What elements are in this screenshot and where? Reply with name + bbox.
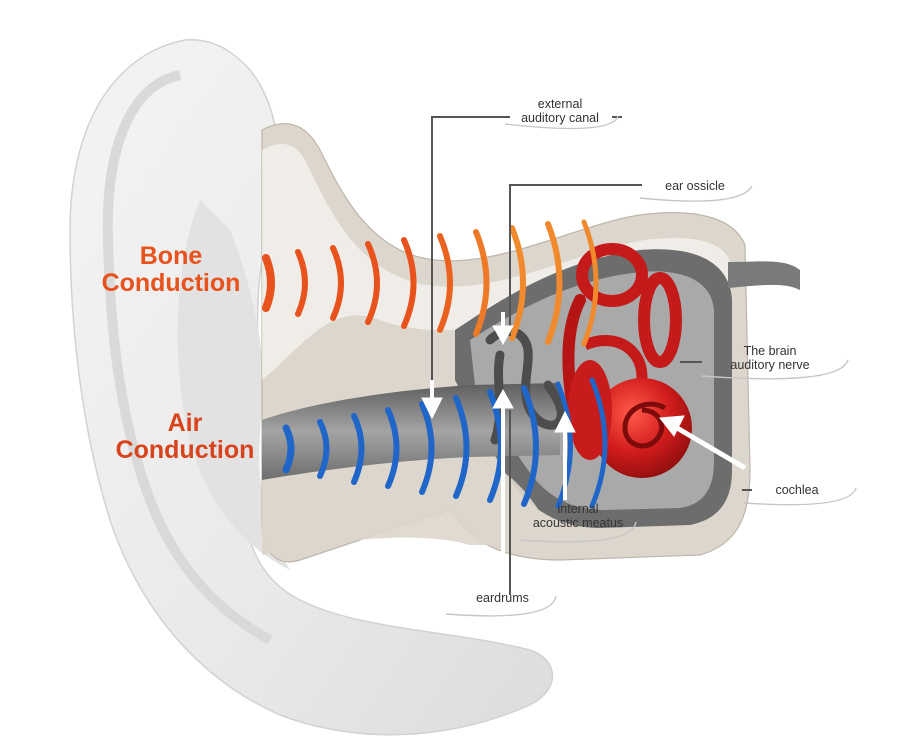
leader-lines: [431, 116, 752, 491]
callout-nerve-line-1: The brain: [743, 344, 797, 358]
callout-meatus-line-1: internal: [557, 502, 599, 516]
callout-ear-ossicle: ear ossicle: [640, 179, 750, 193]
callout-internal-acoustic-meatus: internal acoustic meatus: [518, 502, 638, 530]
callout-external-auditory-canal: external auditory canal: [505, 97, 615, 125]
helix-rim: [102, 70, 273, 645]
concha: [177, 200, 290, 570]
callout-eardrums-text: eardrums: [476, 591, 529, 605]
callout-meatus-line-2: acoustic meatus: [532, 516, 624, 530]
air-label-line-1: Air: [167, 409, 203, 437]
callout-canal-line-2: auditory canal: [521, 111, 599, 125]
pointer-arrows: [421, 312, 747, 595]
air-label-line-2: Conduction: [115, 436, 255, 464]
cochlea-structure: [562, 243, 692, 478]
callout-ossicle-text: ear ossicle: [665, 179, 725, 193]
callout-outlines: [445, 115, 857, 617]
auditory-nerve-tube: [728, 261, 800, 290]
callout-nerve-line-2: auditory nerve: [730, 358, 810, 372]
bone-label-line-1: Bone: [139, 242, 203, 270]
callout-cochlea-text: cochlea: [775, 483, 819, 497]
callout-canal-line-1: external: [537, 97, 583, 111]
air-conduction-waves: [282, 377, 608, 509]
callout-eardrums: eardrums: [450, 591, 555, 605]
canal-floor: [262, 462, 560, 555]
bone-conduction-label: Bone Conduction: [92, 243, 250, 297]
callout-auditory-nerve: The brain auditory nerve: [700, 344, 840, 372]
air-conduction-label: Air Conduction: [106, 410, 264, 464]
bone-label-line-2: Conduction: [101, 269, 241, 297]
bone-conduction-waves: [262, 219, 599, 347]
ear-canal: [262, 383, 560, 480]
callout-cochlea: cochlea: [742, 483, 852, 497]
